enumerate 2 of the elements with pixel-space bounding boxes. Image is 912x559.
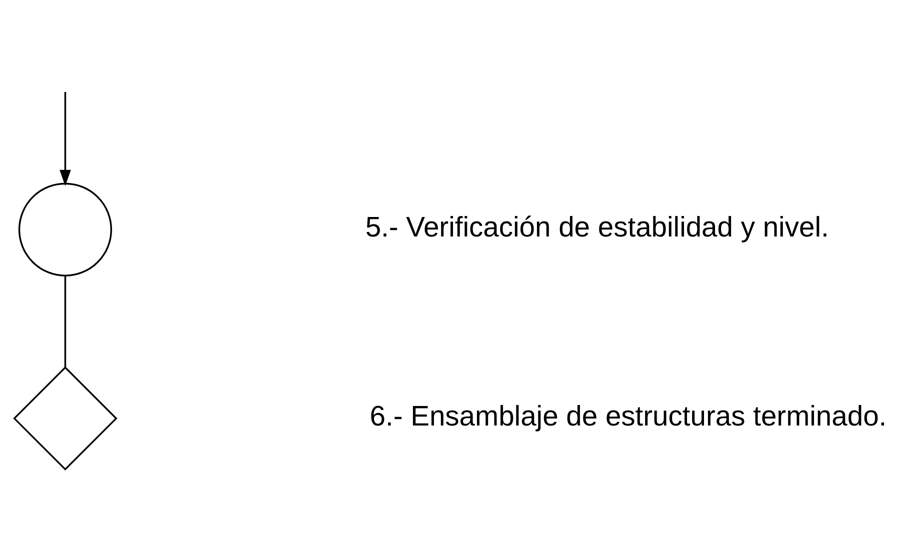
label: 5.- Verificación de estabilidad y nivel. [365,210,829,242]
label: 6.- Ensamblaje de estructuras terminado. [370,398,887,431]
